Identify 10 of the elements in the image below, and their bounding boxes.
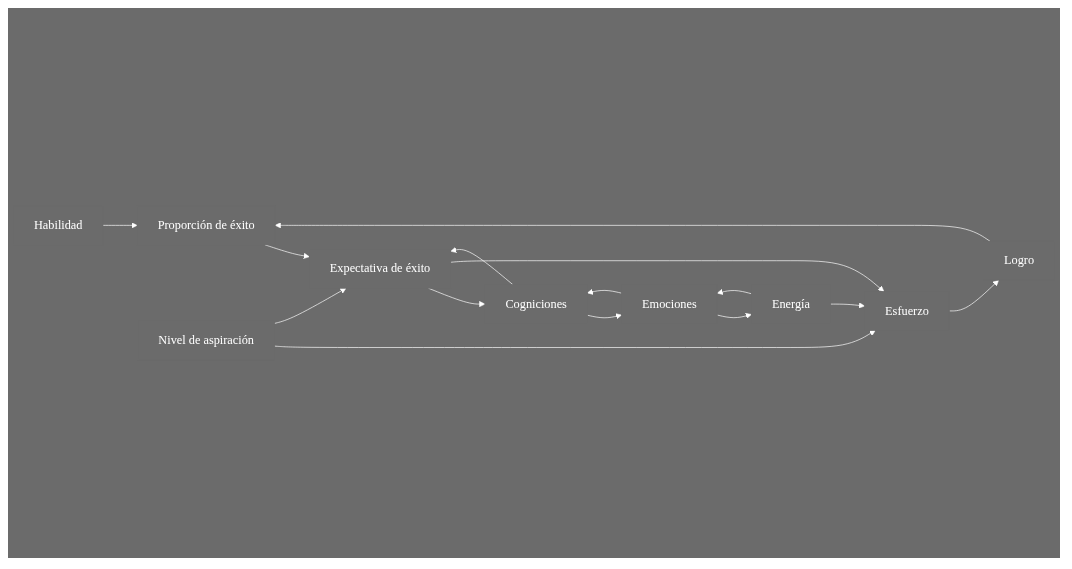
- diagram-background: Habilidad Logro Proporción de éxito Cogniciones Esfuerzo Expectativa de éxito Emociones Nivel de aspiración Energía: [8, 8, 1060, 558]
- node-text: Energía: [771, 296, 810, 311]
- node-text: Logro: [1003, 253, 1035, 268]
- node-text: Cogniciones: [505, 296, 567, 311]
- node-text: Expectativa de éxito: [329, 261, 431, 276]
- node-text: Emociones: [642, 296, 697, 311]
- node-text: Esfuerzo: [885, 303, 929, 318]
- node-text: Proporción de éxito: [157, 218, 255, 232]
- node-text: Nivel de aspiración: [158, 333, 254, 348]
- node-text: Habilidad: [33, 218, 83, 232]
